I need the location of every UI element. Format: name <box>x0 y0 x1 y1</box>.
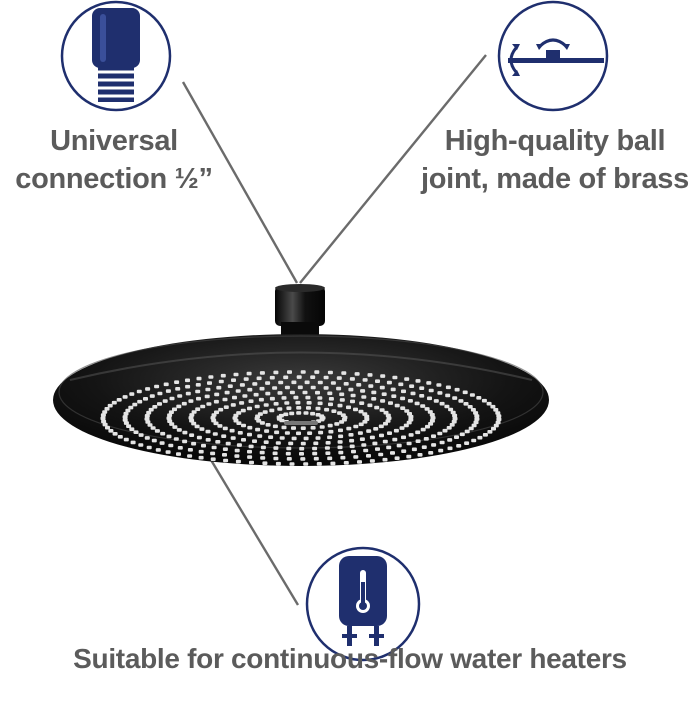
feature-label-connection-line-2: connection ½” <box>15 163 213 195</box>
feature-label-water-heater: Suitable for continuous-flow water heate… <box>0 640 700 678</box>
pointer-line-water-heater <box>203 449 300 606</box>
shower-head-photo <box>53 284 549 466</box>
feature-label-ball-joint-line-2: joint, made of brass <box>421 163 689 195</box>
feature-label-ball-joint: High-quality ball joint, made of brass <box>420 122 690 198</box>
water-heater-icon <box>305 546 421 662</box>
feature-label-connection-line-1: Universal <box>50 125 178 157</box>
feature-label-connection: Universal connection ½” <box>14 122 214 198</box>
pointer-line-ball-joint <box>299 54 487 284</box>
ball-joint-icon <box>497 0 609 112</box>
pointer-line-connection <box>181 81 299 284</box>
nozzle-pattern <box>100 370 502 466</box>
feature-label-water-heater-line-1: Suitable for continuous-flow water heate… <box>73 643 627 674</box>
feature-label-ball-joint-line-1: High-quality ball <box>444 125 666 157</box>
thread-connector-icon <box>60 0 172 112</box>
